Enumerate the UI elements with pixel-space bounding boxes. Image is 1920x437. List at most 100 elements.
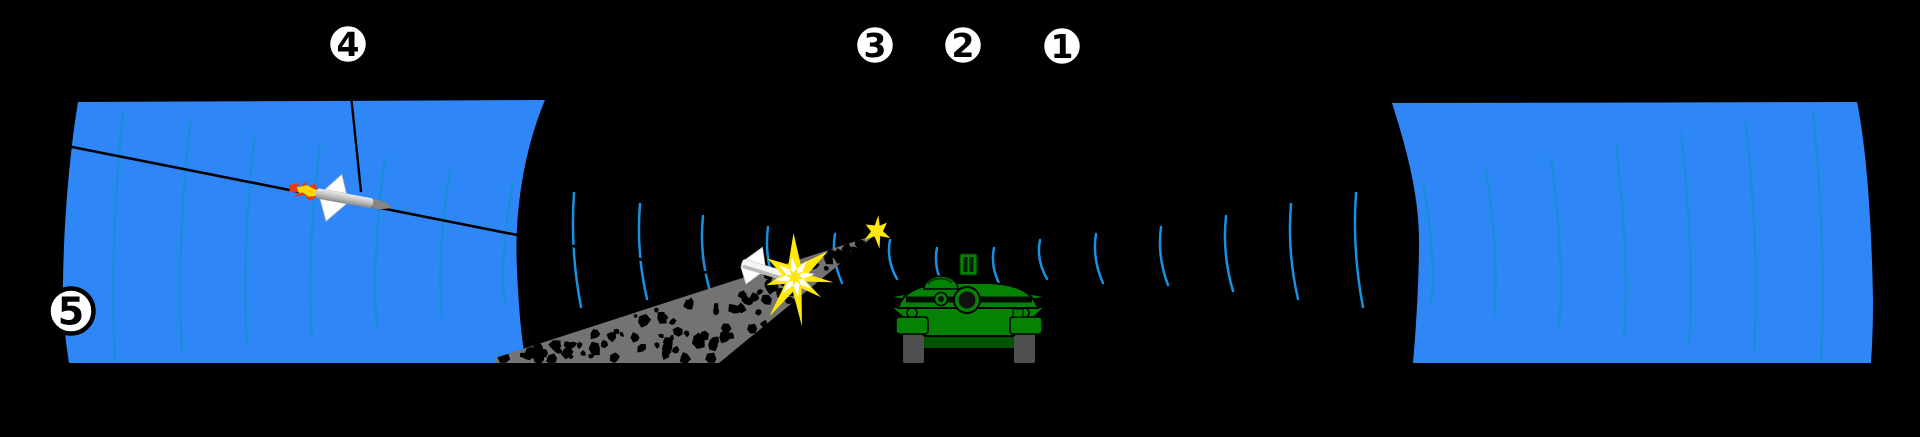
- tank-fender-right: [1009, 316, 1043, 335]
- fragment-speckles-segment: [580, 350, 586, 356]
- fragment-speckles-segment: [737, 290, 747, 300]
- fragment-speckles-segment: [670, 334, 674, 341]
- radar-wave-arcs-segment: [1223, 214, 1235, 293]
- zone-wave-lines-right-segment: [1679, 132, 1692, 346]
- fragment-speckles-segment: [594, 331, 600, 337]
- fragment-speckles-segment: [671, 345, 680, 354]
- missile-exhaust-flame-inner: [296, 185, 317, 197]
- fragment-speckles-segment: [683, 330, 690, 338]
- fragment-speckles-segment: [850, 246, 860, 256]
- fragment-speckles-segment: [557, 348, 563, 354]
- fragment-speckles-segment: [668, 318, 677, 325]
- callout-4: 4: [326, 22, 370, 66]
- fragment-speckles-segment: [672, 326, 683, 337]
- callout-4-circle: [326, 22, 370, 66]
- tank-radar-antenna: [959, 253, 978, 276]
- tank-fender-left: [895, 316, 929, 335]
- radar-zone-right: [1392, 102, 1873, 363]
- radar-zone-left-panel: [62, 100, 545, 363]
- radar-wave-arcs-segment: [571, 191, 583, 309]
- fragment-speckles-segment: [756, 289, 764, 296]
- zone-wave-lines-left: [112, 111, 515, 359]
- fragment-speckles-segment: [569, 354, 574, 360]
- zone-wave-lines-left-segment: [244, 132, 257, 346]
- callout-5: 5: [46, 286, 96, 336]
- fragment-speckles-segment: [588, 341, 600, 356]
- fragment-speckles-segment: [588, 353, 595, 359]
- tank-right-box: [1012, 308, 1024, 318]
- fragment-speckles-segment: [519, 352, 526, 358]
- radar-wave-arcs-segment: [1037, 238, 1049, 281]
- callouts: 1 2 3 4 5: [46, 22, 1084, 336]
- fragment-speckles-segment: [713, 307, 720, 316]
- tank: [887, 253, 1049, 363]
- fragment-speckles-segment: [841, 243, 851, 253]
- fragment-speckles-segment: [755, 309, 762, 316]
- fragment-speckles-segment: [539, 345, 544, 350]
- callout-leader-lines: [346, 65, 1064, 296]
- fragment-speckles-segment: [823, 265, 830, 271]
- fragment-speckles-segment: [824, 254, 834, 265]
- fragment-speckles-segment: [708, 339, 718, 352]
- fragment-speckles-segment: [679, 352, 692, 363]
- leader-line-4: [346, 65, 363, 193]
- fragment-speckles-segment: [630, 332, 640, 343]
- fragment-speckles-segment: [619, 332, 624, 337]
- fragment-speckles-segment: [609, 352, 620, 363]
- callout-3-label: 3: [864, 26, 887, 65]
- zone-wave-lines-right-segment: [1811, 111, 1824, 359]
- fragment-speckles-segment: [728, 303, 741, 314]
- tank-cupola-line: [927, 277, 953, 285]
- fragment-speckles-segment: [764, 279, 772, 289]
- fragment-speckles-segment: [568, 341, 578, 349]
- fragment-speckles-segment: [654, 342, 660, 349]
- fragment-speckles-segment: [744, 297, 754, 306]
- fragment-speckles-segment: [760, 294, 772, 305]
- incoming-missile: [289, 173, 392, 223]
- fragment-speckles-segment: [576, 341, 583, 349]
- interceptor-detonation-star: [864, 215, 891, 249]
- zone-wave-lines-left-segment: [179, 121, 192, 353]
- callout-2: 2: [941, 23, 985, 67]
- callout-1-label: 1: [1051, 27, 1074, 66]
- zone-wave-lines-right-segment: [1744, 121, 1757, 353]
- fragment-speckles-segment: [720, 323, 732, 334]
- explosion-burst: [766, 233, 834, 327]
- fragment-speckles-segment: [749, 323, 757, 333]
- tank-track-left: [903, 333, 924, 363]
- zone-wave-lines-left-segment: [502, 181, 515, 306]
- fragment-speckles-segment: [662, 341, 673, 355]
- callout-3: 3: [853, 23, 897, 67]
- leader-line-3: [873, 65, 936, 287]
- fragment-speckles-segment: [524, 352, 530, 357]
- radar-wave-arcs: [571, 191, 1365, 309]
- callout-1: 1: [1040, 24, 1084, 68]
- intercepted-missile-shadow: [742, 264, 786, 281]
- zone-wave-lines-left-segment: [309, 144, 322, 338]
- missile-body: [315, 188, 374, 208]
- fragment-speckles-segment: [539, 349, 548, 358]
- tank-radar-slit-right: [969, 257, 974, 272]
- callout-3-circle: [853, 23, 897, 67]
- radar-wave-arcs-segment: [1158, 225, 1170, 287]
- fragment-speckles-segment: [713, 303, 719, 310]
- zone-wave-lines-left-segment: [439, 169, 452, 317]
- callout-5-circle: [46, 286, 96, 336]
- tank-radar-slit-left: [963, 257, 968, 272]
- fragment-speckles-segment: [728, 332, 734, 339]
- radar-wave-arcs-segment: [887, 238, 899, 281]
- zone-wave-lines-right-segment: [1484, 169, 1497, 317]
- fragment-speckles-segment: [613, 328, 620, 335]
- zone-wave-lines-right-segment: [1421, 181, 1434, 306]
- tank-track-right: [1014, 333, 1035, 363]
- missile-trajectory-line: [61, 143, 796, 292]
- fragment-speckles-segment: [633, 314, 638, 318]
- fragment-speckles-segment: [546, 353, 557, 363]
- fragment-speckles-segment: [784, 296, 796, 304]
- radar-wave-arcs-segment: [1353, 191, 1365, 309]
- missile-nose: [372, 198, 392, 210]
- fragment-speckles-segment: [692, 334, 705, 349]
- fragment-speckles-segment: [657, 311, 667, 324]
